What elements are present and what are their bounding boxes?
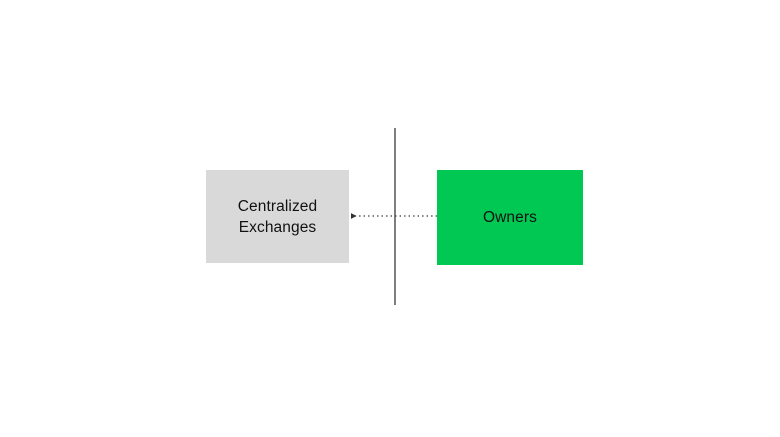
node-owners[interactable]: Owners	[437, 170, 583, 265]
node-centralized-exchanges-label: Centralized Exchanges	[237, 197, 318, 236]
edge-owners-to-centralized-exchanges[interactable]	[330, 198, 450, 234]
node-centralized-exchanges[interactable]: Centralized Exchanges	[206, 170, 349, 263]
boundary-divider-line	[394, 128, 396, 305]
node-owners-label: Owners	[482, 209, 537, 226]
